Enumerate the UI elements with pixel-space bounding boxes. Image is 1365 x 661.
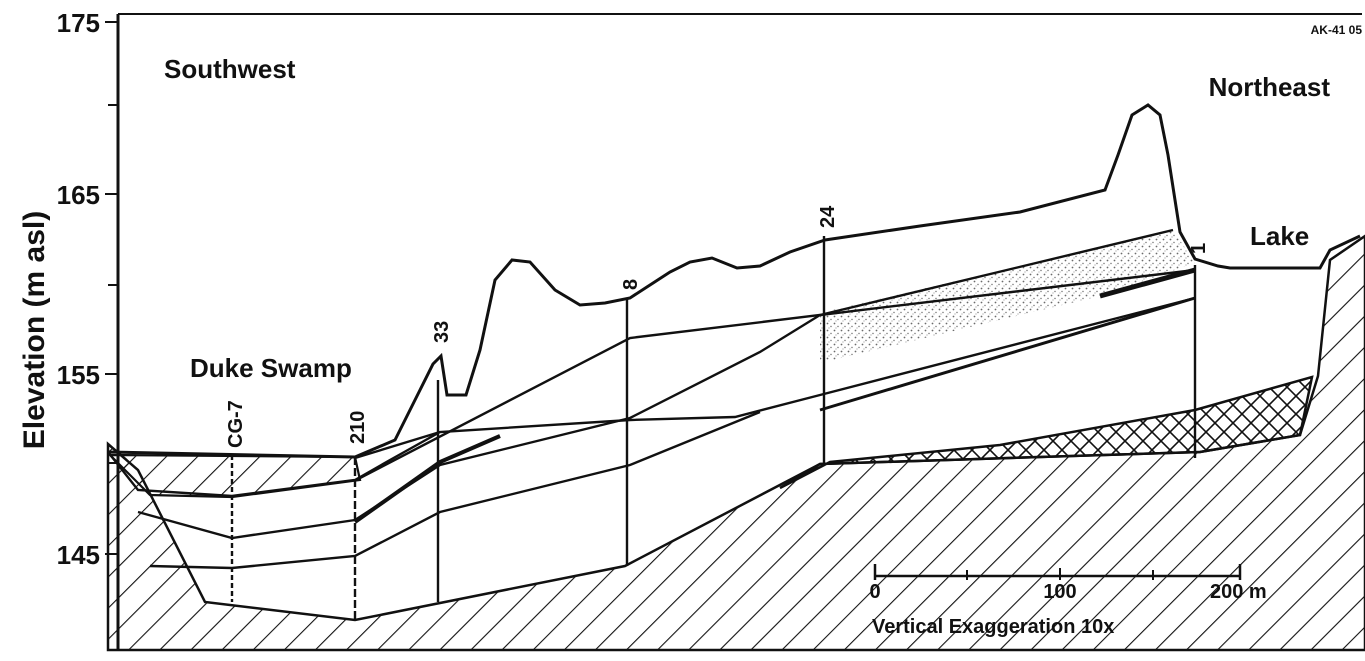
borehole-label: 210 <box>347 411 369 444</box>
ground-surface-line <box>107 103 1361 459</box>
sand-layer <box>820 230 1195 363</box>
vertical-exaggeration-note: Vertical Exaggeration 10x <box>872 616 1114 638</box>
till-layer <box>779 375 1314 490</box>
scale-bar: 0 100 200 m Vertical Exaggeration 10x <box>869 564 1267 638</box>
borehole-label: 33 <box>431 321 453 343</box>
borehole-label: 1 <box>1188 243 1210 254</box>
y-axis-tick-labels: 175 165 155 145 <box>57 8 100 570</box>
borehole-lines <box>230 236 1197 620</box>
borehole-labels: CG-7 210 33 8 24 1 <box>225 205 1210 448</box>
figure-id-label: AK-41 05 <box>1311 23 1363 37</box>
place-label-lake: Lake <box>1250 221 1309 251</box>
geologic-contacts <box>107 228 1196 570</box>
y-tick-label: 145 <box>57 540 100 570</box>
scale-tick-label: 100 <box>1043 581 1076 603</box>
y-axis-label: Elevation (m asl) <box>18 211 51 449</box>
borehole-label: 8 <box>620 279 642 290</box>
direction-label-southwest: Southwest <box>164 54 296 84</box>
borehole-label: CG-7 <box>225 400 247 448</box>
direction-label-northeast: Northeast <box>1209 72 1331 102</box>
scale-tick-label: 0 <box>869 581 880 603</box>
scale-tick-label: 200 m <box>1210 581 1267 603</box>
y-tick-label: 165 <box>57 180 100 210</box>
y-tick-label: 155 <box>57 360 100 390</box>
place-label-duke-swamp: Duke Swamp <box>190 353 352 383</box>
y-tick-label: 175 <box>57 8 100 38</box>
borehole-label: 24 <box>817 205 839 228</box>
